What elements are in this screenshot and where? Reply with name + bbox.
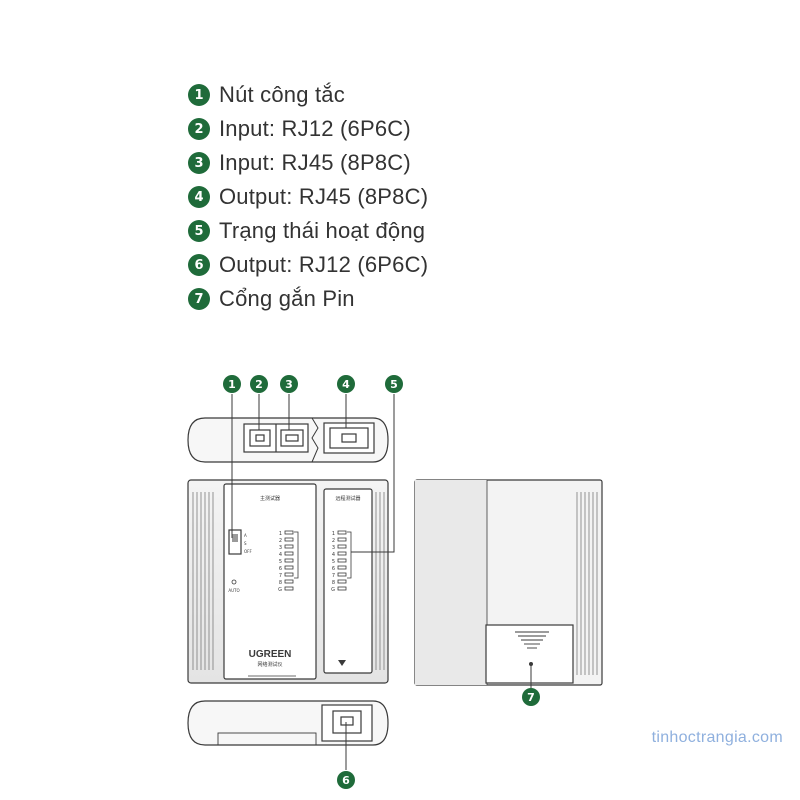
main-unit-title: 主测试器 [260, 495, 280, 502]
svg-text:2: 2 [279, 538, 282, 544]
legend-label: Input: RJ12 (6P6C) [219, 116, 411, 141]
svg-text:5: 5 [332, 559, 335, 565]
main-led-labels: 12 34 56 78 G [278, 531, 282, 593]
rj45-port-icon [280, 429, 304, 447]
legend-label: Nút công tắc [219, 82, 345, 107]
rj45-output-port-icon [329, 427, 369, 449]
legend-item: 1 Nút công tắc [188, 78, 428, 112]
callout-badge: 5 [385, 375, 403, 393]
number-badge: 7 [188, 288, 210, 310]
legend-label: Cổng gắn Pin [219, 286, 355, 311]
svg-text:5: 5 [279, 559, 282, 565]
legend-label: Output: RJ12 (6P6C) [219, 252, 429, 277]
switch-label: S [244, 541, 247, 546]
remote-led-labels: 12 34 56 78 G [331, 531, 335, 593]
switch-label: OFF [244, 549, 252, 554]
svg-text:2: 2 [332, 538, 335, 544]
svg-text:7: 7 [332, 573, 335, 579]
svg-text:8: 8 [332, 580, 335, 586]
svg-text:5: 5 [390, 378, 398, 391]
battery-grip-icon [515, 631, 549, 649]
number-badge: 4 [188, 186, 210, 208]
svg-text:3: 3 [279, 545, 282, 551]
svg-text:1: 1 [228, 378, 236, 391]
legend-label: Trạng thái hoạt động [219, 218, 426, 243]
legend-list: 1 Nút công tắc 2 Input: RJ12 (6P6C) 3 Input… [188, 78, 428, 316]
brand-logo: UGREEN [249, 649, 292, 660]
callout-badge: 4 [337, 375, 355, 393]
number-badge: 6 [188, 254, 210, 276]
legend-label: Input: RJ45 (8P8C) [219, 150, 411, 175]
legend-item: 2 Input: RJ12 (6P6C) [188, 112, 428, 146]
rj12-output-port-icon [332, 710, 362, 734]
switch-label: A [244, 533, 247, 538]
legend-item: 3 Input: RJ45 (8P8C) [188, 146, 428, 180]
callout-badge: 6 [337, 771, 355, 789]
number-badge: 3 [188, 152, 210, 174]
callout-badge: 2 [250, 375, 268, 393]
back-view [414, 479, 603, 686]
legend-item: 5 Trạng thái hoạt động [188, 214, 428, 248]
svg-text:1: 1 [332, 531, 335, 537]
svg-text:4: 4 [342, 378, 350, 391]
svg-text:3: 3 [332, 545, 335, 551]
svg-text:8: 8 [279, 580, 282, 586]
callout-badges: 1 2 3 4 5 6 7 [223, 375, 540, 789]
number-badge: 5 [188, 220, 210, 242]
number-badge: 2 [188, 118, 210, 140]
svg-text:2: 2 [255, 378, 263, 391]
number-badge: 1 [188, 84, 210, 106]
svg-text:6: 6 [342, 774, 350, 787]
legend-item: 7 Cổng gắn Pin [188, 282, 428, 316]
legend-item: 6 Output: RJ12 (6P6C) [188, 248, 428, 282]
callout-lines [231, 394, 532, 770]
svg-text:3: 3 [285, 378, 293, 391]
callout-badge: 1 [223, 375, 241, 393]
remote-unit-title: 远程测试器 [335, 495, 360, 502]
legend-item: 4 Output: RJ45 (8P8C) [188, 180, 428, 214]
remote-led-column [337, 530, 347, 591]
svg-text:G: G [278, 587, 282, 593]
bottom-view [187, 700, 389, 746]
svg-text:7: 7 [527, 691, 535, 704]
brand-subtitle: 网络测试仪 [257, 661, 282, 668]
svg-text:6: 6 [332, 566, 335, 572]
rj12-port-icon [249, 429, 271, 447]
watermark: tinhoctrangia.com [651, 729, 783, 746]
callout-badge: 7 [522, 688, 540, 706]
svg-text:1: 1 [279, 531, 282, 537]
auto-label: AUTO [228, 588, 239, 593]
legend-label: Output: RJ45 (8P8C) [219, 184, 429, 209]
svg-text:4: 4 [332, 552, 335, 558]
battery-cover [485, 624, 574, 684]
top-view [187, 417, 389, 463]
svg-text:G: G [331, 587, 335, 593]
callout-badge: 3 [280, 375, 298, 393]
led-brackets [294, 531, 352, 579]
main-led-column [284, 530, 294, 591]
svg-text:4: 4 [279, 552, 282, 558]
svg-text:6: 6 [279, 566, 282, 572]
svg-text:7: 7 [279, 573, 282, 579]
